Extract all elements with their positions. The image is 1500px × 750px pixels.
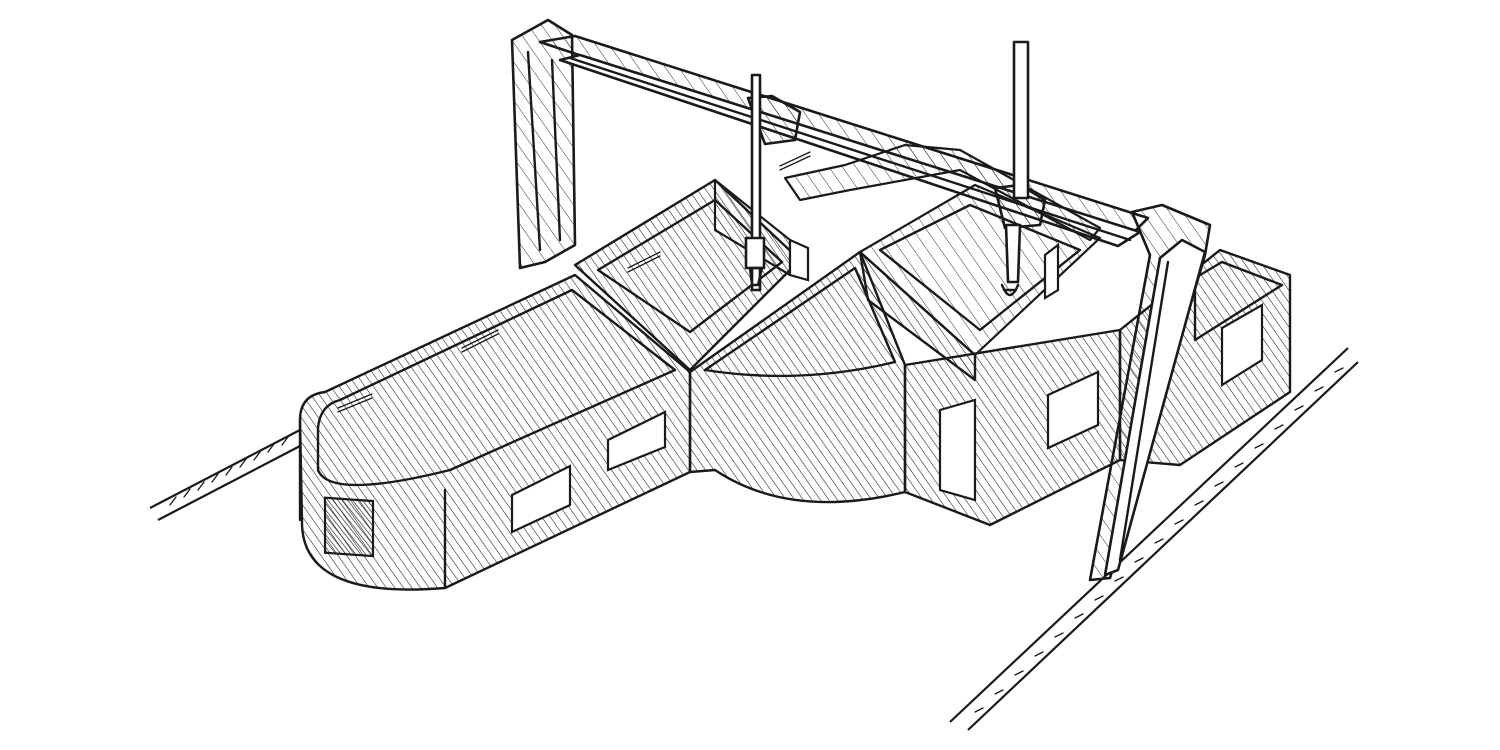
window (606, 410, 667, 472)
print-head-left (744, 73, 802, 292)
window (510, 464, 572, 534)
window (323, 496, 375, 558)
print-head-right (993, 40, 1047, 297)
window (1046, 370, 1100, 450)
wall-rail-marks (337, 151, 811, 413)
window (1220, 303, 1264, 387)
front-right-wall (903, 328, 1122, 527)
door (938, 398, 977, 502)
left-ground-rail (149, 429, 301, 521)
right-ground-rail (949, 347, 1359, 731)
front-right-gantry-leg (1088, 203, 1212, 582)
back-left-gantry-leg (510, 18, 577, 270)
left-room (298, 273, 692, 591)
rear-wall (783, 143, 1102, 242)
